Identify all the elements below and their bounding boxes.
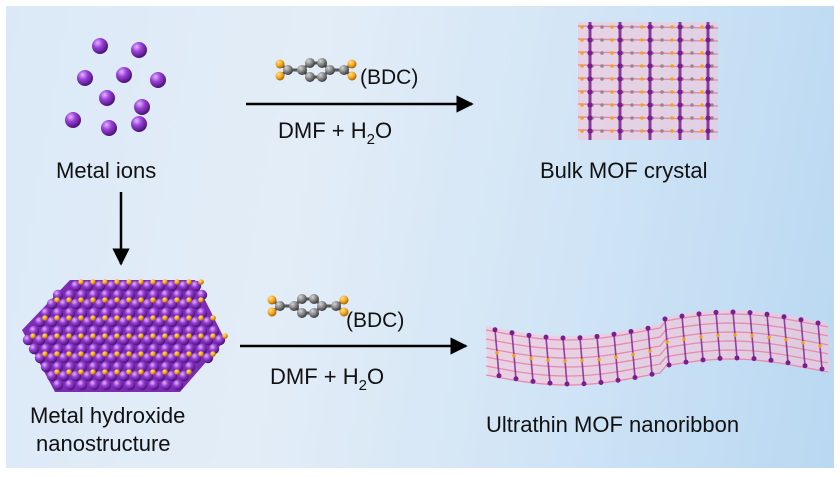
nanoribbon-label: Ultrathin MOF nanoribbon: [486, 412, 740, 437]
bottom-solvent-end: O: [366, 364, 385, 389]
metal-ion: [65, 112, 81, 128]
mof-nanoribbon-icon: [485, 309, 830, 387]
top-solvent-end: O: [374, 118, 393, 143]
top-solvent-label: DMF + H2O: [278, 118, 393, 148]
metal-ion: [99, 90, 115, 106]
metal-ion: [150, 72, 166, 88]
metal-ion: [131, 116, 147, 132]
metal-ions-icon: [65, 38, 166, 136]
metal-ion: [131, 42, 147, 58]
metal-ion: [77, 70, 93, 86]
top-linker-label: (BDC): [360, 66, 419, 89]
metal-ion: [134, 99, 150, 115]
bdc-linker-molecule-icon: [275, 58, 357, 82]
bulk-mof-crystal-icon: [577, 22, 719, 140]
bottom-solvent-main: DMF + H: [270, 364, 359, 389]
top-solvent-main: DMF + H: [278, 118, 367, 143]
bottom-linker-label: (BDC): [346, 309, 405, 332]
bdc-linker-molecule-icon: [267, 294, 349, 318]
metal-ions-label: Metal ions: [56, 158, 157, 183]
metal-ion: [101, 120, 117, 136]
metal-hydroxide-crystal-icon: [22, 279, 228, 392]
bulk-mof-label: Bulk MOF crystal: [540, 158, 708, 183]
metal-ion: [92, 38, 108, 54]
top-solvent-subscript: 2: [366, 131, 375, 148]
hydroxide-label-line2: nanostructure: [36, 431, 171, 456]
metal-ion: [116, 67, 132, 83]
hydroxide-label-line1: Metal hydroxide: [30, 403, 186, 428]
bottom-solvent-label: DMF + H2O: [270, 364, 385, 394]
bottom-solvent-subscript: 2: [358, 377, 367, 394]
